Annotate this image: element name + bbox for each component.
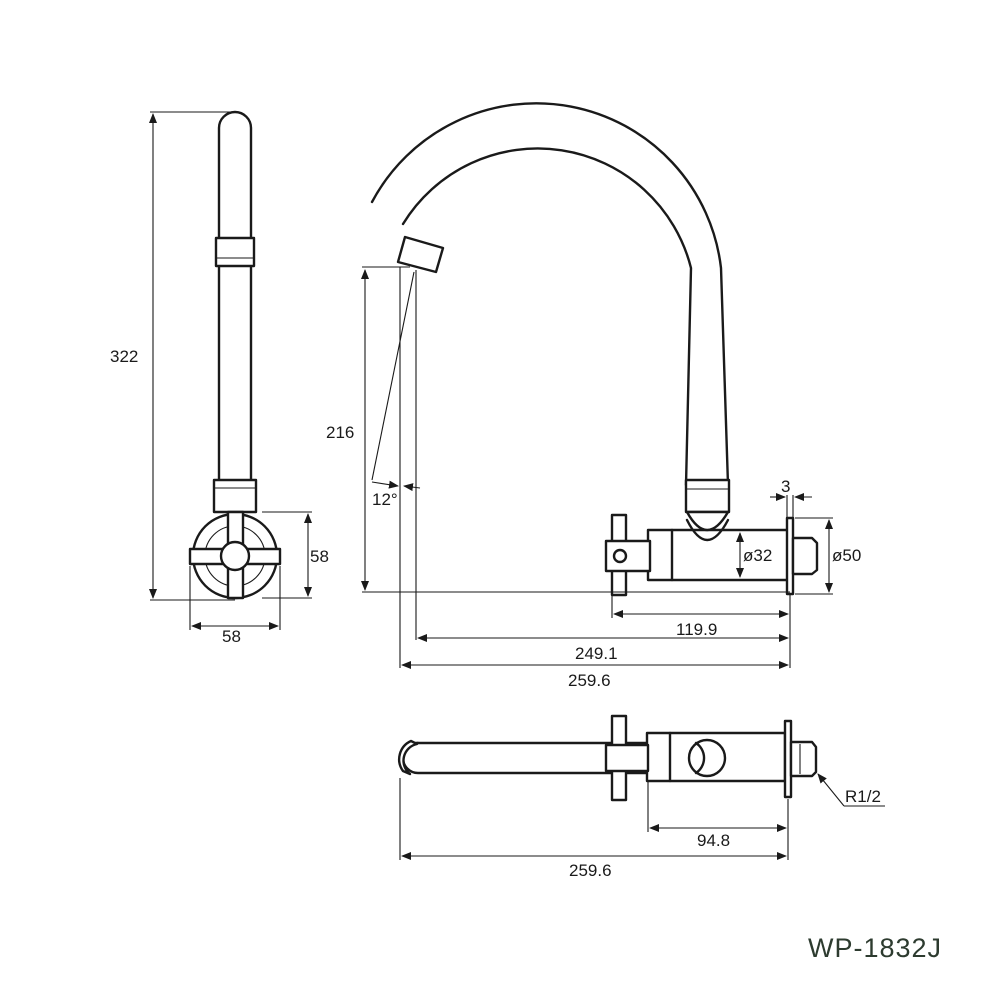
side-view-flange-width-label: 58 — [222, 627, 241, 646]
side-view-spout-pipe — [217, 110, 253, 482]
front-view-flange-thickness-label: 3 — [781, 477, 790, 496]
top-view-nozzle — [398, 739, 419, 776]
front-view-cross-handle — [604, 513, 652, 597]
front-view-handle-reach-label: 119.9 — [676, 620, 717, 639]
front-view-spout-height-label: 216 — [326, 423, 354, 442]
front-view-gooseneck-inner — [370, 102, 730, 487]
front-view-body-diameter-label: ø32 — [743, 546, 772, 565]
front-view-flange-diameter-label: ø50 — [832, 546, 861, 565]
front-view-spout-angle-label: 12° — [372, 490, 398, 509]
front-view-gooseneck-spout — [401, 147, 693, 487]
side-view-collar — [212, 478, 258, 514]
front-view-overall-reach-label: 259.6 — [568, 671, 611, 690]
side-view-cross-handle — [188, 510, 282, 600]
top-view-cross-handle — [604, 714, 650, 802]
angle-line-12deg — [371, 271, 415, 481]
front-view-outlet-reach-label: 249.1 — [575, 644, 618, 663]
side-view-aerator-ring — [214, 236, 256, 268]
top-view: R1/2 94.8 259.6 — [398, 714, 885, 880]
top-view-thread-label: R1/2 — [845, 787, 881, 806]
top-view-handle-offset-label: 94.8 — [697, 831, 730, 850]
front-view-thread-connector — [791, 536, 819, 576]
top-view-overall-length-label: 259.6 — [569, 861, 612, 880]
front-view-spout-collar — [684, 478, 731, 514]
front-view-spout-nozzle — [396, 235, 445, 274]
side-view-height-label: 322 — [110, 347, 138, 366]
front-view: 216 12° 3 ø32 ø50 119.9 249.1 259.6 — [326, 102, 861, 690]
side-view: 322 58 58 — [110, 110, 329, 646]
side-view-flange-height-label: 58 — [310, 547, 329, 566]
model-number: WP-1832J — [808, 933, 942, 963]
top-view-thread-connector — [789, 740, 818, 778]
